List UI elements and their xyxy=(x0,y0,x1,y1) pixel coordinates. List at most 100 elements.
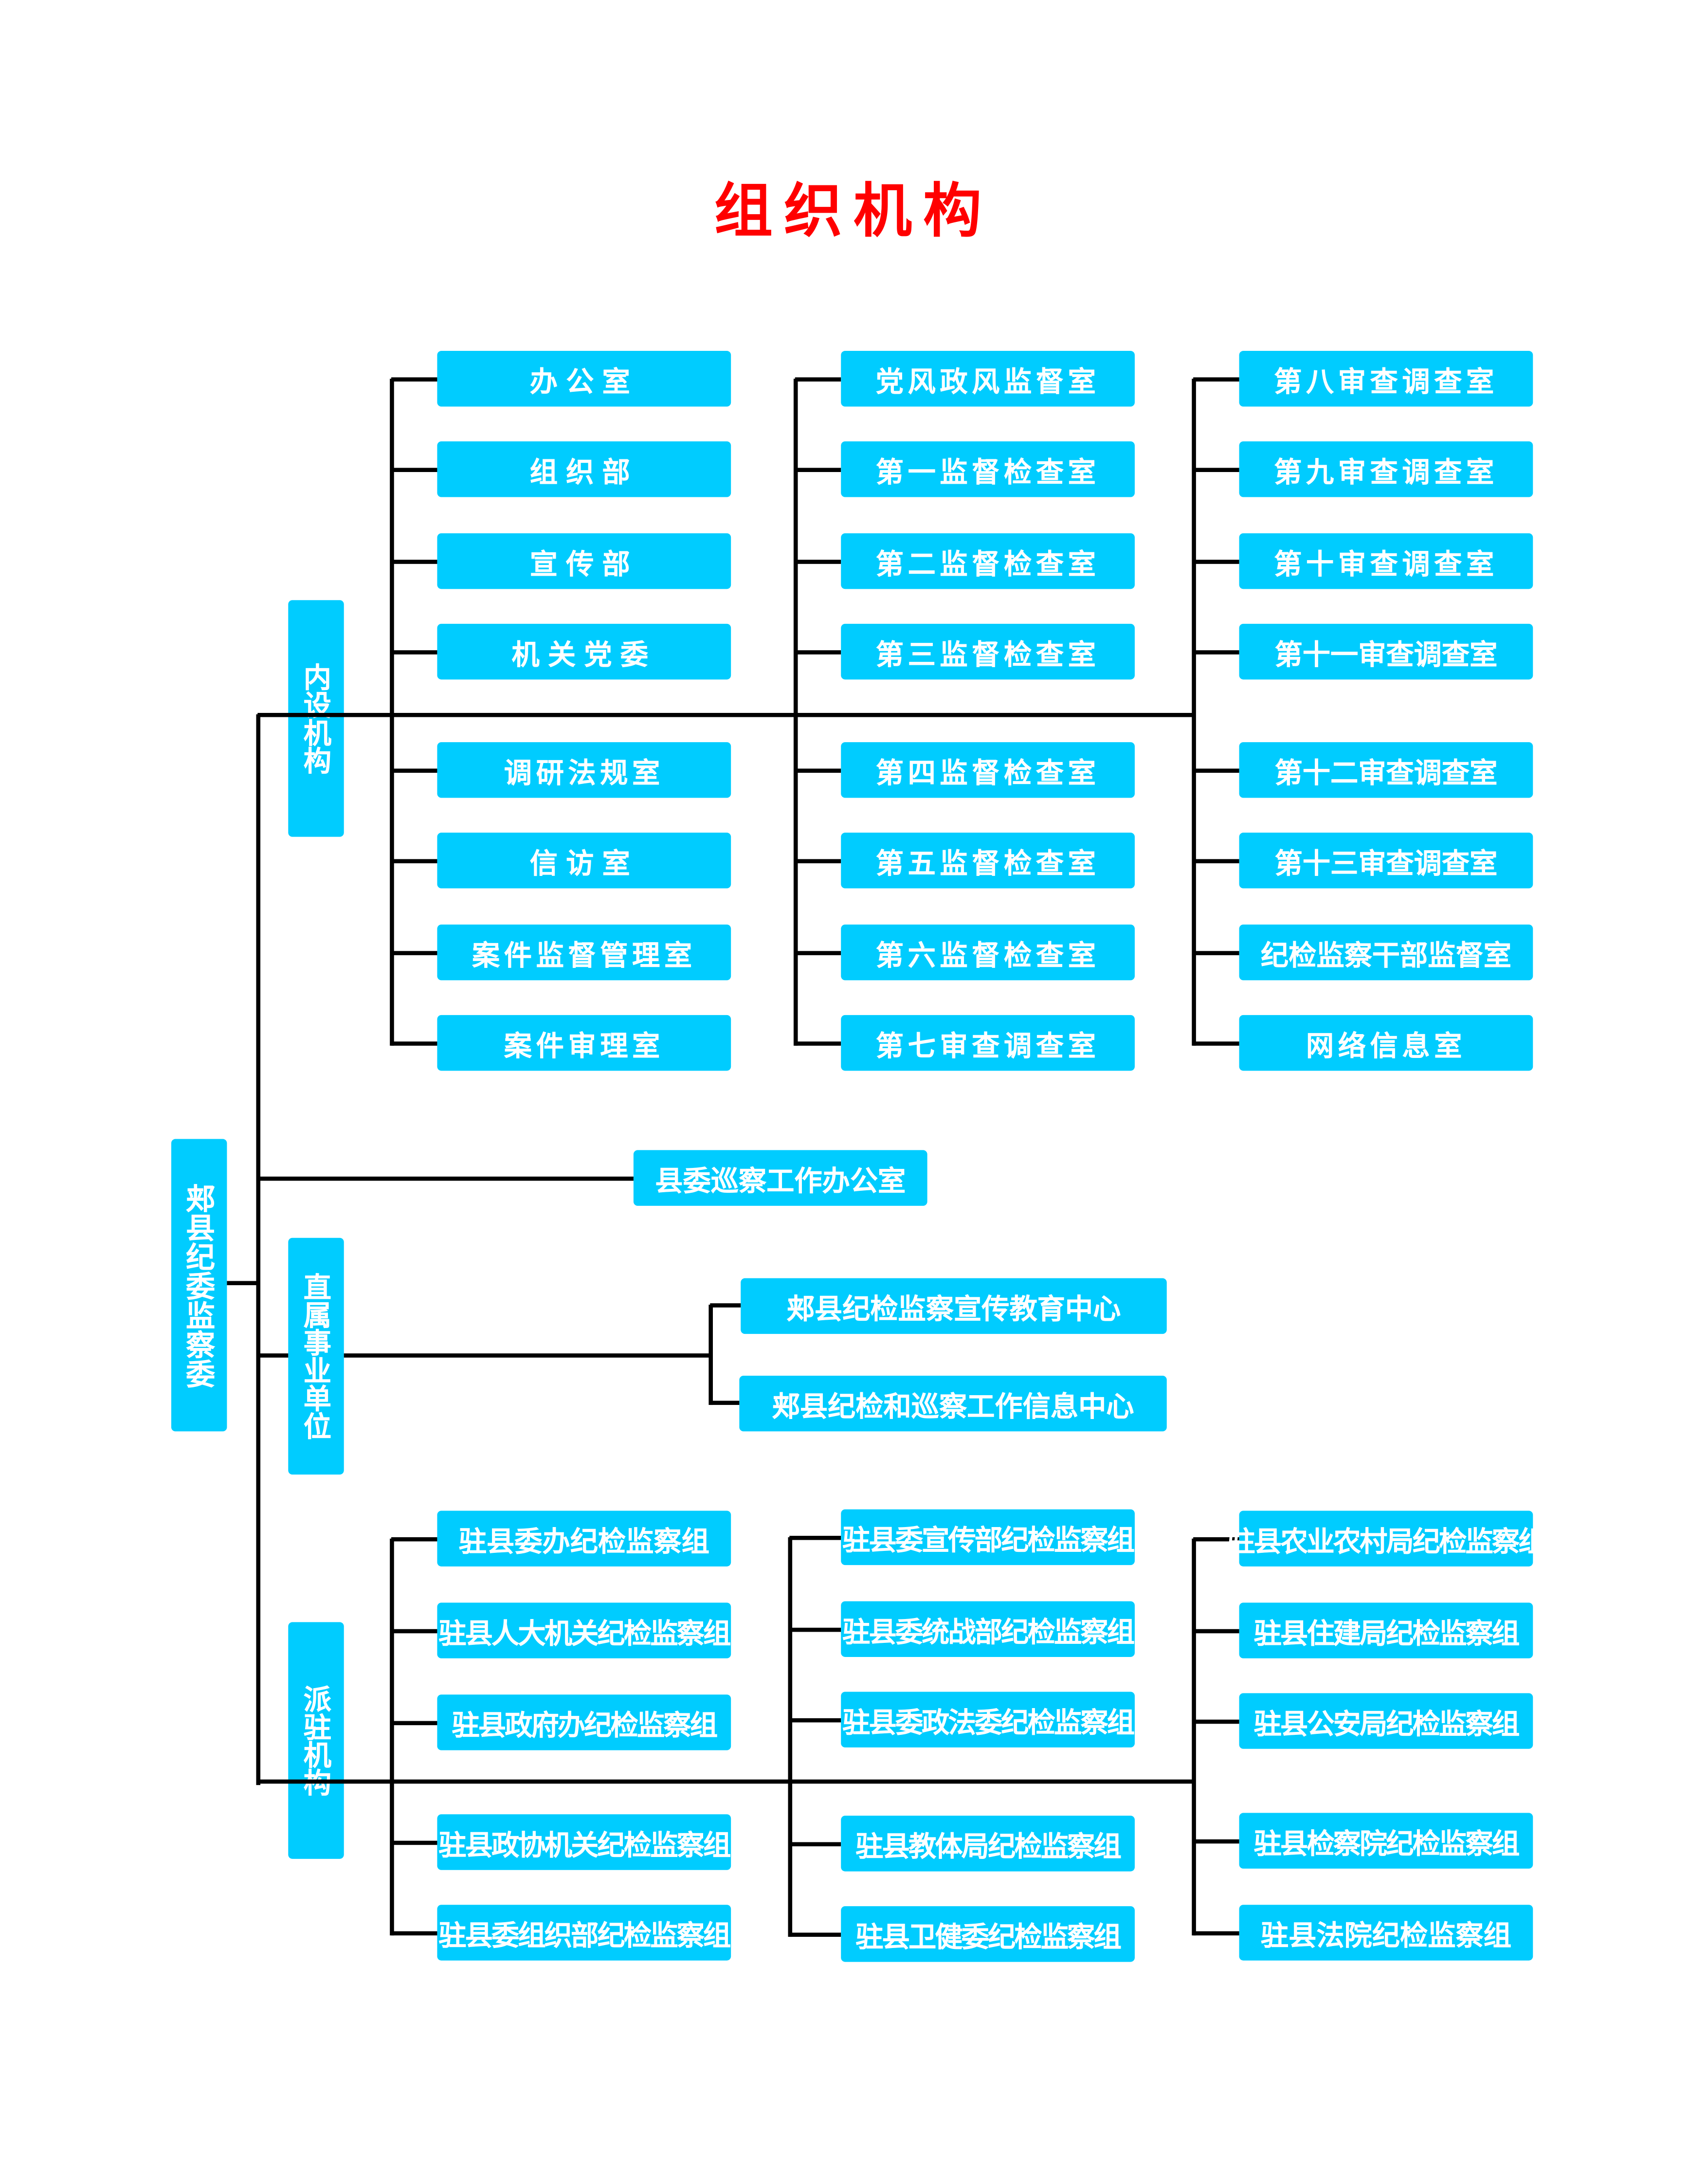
stationed-unit: 驻县法院纪检监察组 xyxy=(1239,1905,1533,1961)
affiliated-node: 直属事业单位 xyxy=(288,1238,344,1475)
connector-line xyxy=(389,1538,394,1935)
connector-line xyxy=(1193,1536,1239,1541)
connector-line xyxy=(344,1352,710,1357)
internal-node: 内设机构 xyxy=(288,600,344,837)
connector-line xyxy=(1193,1838,1239,1843)
internal-unit: 第十三审查调查室 xyxy=(1239,833,1533,889)
connector-line xyxy=(795,950,841,955)
affiliated-item: 郏县纪检监察宣传教育中心 xyxy=(741,1278,1167,1334)
connector-line xyxy=(1193,649,1239,654)
stationed-unit: 驻县住建局纪检监察组 xyxy=(1239,1602,1533,1658)
internal-unit: 第八审查调查室 xyxy=(1239,351,1533,407)
connector-line xyxy=(391,1628,437,1633)
internal-unit: 纪检监察干部监督室 xyxy=(1239,924,1533,981)
connector-line xyxy=(1193,467,1239,472)
internal-unit: 第二监督检查室 xyxy=(841,533,1135,589)
connector-line xyxy=(257,1352,289,1357)
connector-line xyxy=(389,379,394,1045)
connector-line xyxy=(391,858,437,863)
connector-line xyxy=(1191,1538,1196,1935)
connector-line xyxy=(1193,1719,1239,1723)
internal-unit: 组织部 xyxy=(437,441,731,497)
connector-line xyxy=(789,1932,841,1936)
connector-line xyxy=(1193,1628,1239,1633)
connector-line xyxy=(1193,950,1239,955)
connector-line xyxy=(227,1280,258,1285)
internal-unit: 机关党委 xyxy=(437,623,731,680)
connector-line xyxy=(391,768,437,772)
stationed-unit: 驻县委宣传部纪检监察组 xyxy=(841,1509,1135,1565)
inspection-office-node: 县委巡察工作办公室 xyxy=(633,1150,927,1206)
internal-unit: 第七审查调查室 xyxy=(841,1015,1135,1071)
connector-line xyxy=(1193,768,1239,772)
internal-unit: 第九审查调查室 xyxy=(1239,441,1533,497)
stationed-unit: 驻县农业农村局纪检监察组 xyxy=(1227,1511,1546,1566)
connector-line xyxy=(789,1841,841,1846)
stationed-unit: 驻县人大机关纪检监察组 xyxy=(437,1602,731,1658)
connector-line xyxy=(795,649,841,654)
connector-line xyxy=(1193,559,1239,564)
connector-line xyxy=(787,1537,792,1936)
stationed-unit: 驻县卫健委纪检监察组 xyxy=(841,1906,1135,1962)
internal-unit: 第一监督检查室 xyxy=(841,441,1135,497)
internal-unit: 第十一审查调查室 xyxy=(1239,623,1533,680)
connector-line xyxy=(1193,1040,1239,1045)
internal-unit: 案件监督管理室 xyxy=(437,924,731,981)
connector-line xyxy=(795,467,841,472)
affiliated-item: 郏县纪检和巡察工作信息中心 xyxy=(739,1375,1167,1432)
connector-line xyxy=(391,649,437,654)
connector-line xyxy=(255,714,260,1784)
internal-unit: 案件审理室 xyxy=(437,1015,731,1071)
stationed-unit: 驻县委统战部纪检监察组 xyxy=(841,1601,1135,1657)
stationed-unit: 驻县教体局纪检监察组 xyxy=(841,1816,1135,1872)
connector-line xyxy=(795,768,841,772)
stationed-node: 派驻机构 xyxy=(288,1622,344,1859)
connector-line xyxy=(1191,379,1196,1045)
connector-line xyxy=(795,559,841,564)
connector-line xyxy=(795,1040,841,1045)
stationed-unit: 驻县委办纪检监察组 xyxy=(437,1511,731,1566)
root-node: 郏县纪委监察委 xyxy=(171,1139,227,1432)
connector-line xyxy=(257,1176,634,1180)
connector-line xyxy=(795,376,841,381)
internal-unit: 信访室 xyxy=(437,833,731,889)
internal-unit: 调研法规室 xyxy=(437,742,731,798)
connector-line xyxy=(789,1717,841,1722)
stationed-unit: 驻县委组织部纪检监察组 xyxy=(437,1905,731,1961)
internal-unit: 第六监督检查室 xyxy=(841,924,1135,981)
internal-unit: 党风政风监督室 xyxy=(841,351,1135,407)
internal-unit: 第四监督检查室 xyxy=(841,742,1135,798)
page-title: 组织机构 xyxy=(714,177,993,245)
connector-line xyxy=(710,1400,740,1404)
stationed-unit: 驻县检察院纪检监察组 xyxy=(1239,1813,1533,1869)
connector-line xyxy=(1193,858,1239,863)
internal-unit: 第五监督检查室 xyxy=(841,833,1135,889)
connector-line xyxy=(391,376,437,381)
internal-unit: 第十二审查调查室 xyxy=(1239,742,1533,798)
connector-line xyxy=(1193,376,1239,381)
internal-unit: 网络信息室 xyxy=(1239,1015,1533,1071)
connector-line xyxy=(257,712,1194,717)
connector-line xyxy=(789,1535,841,1540)
internal-unit: 第十审查调查室 xyxy=(1239,533,1533,589)
connector-line xyxy=(391,1720,437,1725)
connector-line xyxy=(391,559,437,564)
stationed-unit: 驻县委政法委纪检监察组 xyxy=(841,1692,1135,1747)
connector-line xyxy=(708,1305,712,1404)
connector-line xyxy=(795,858,841,863)
connector-line xyxy=(257,1779,1194,1783)
stationed-unit: 驻县政协机关纪检监察组 xyxy=(437,1814,731,1870)
stationed-unit: 驻县政府办纪检监察组 xyxy=(437,1694,731,1750)
connector-line xyxy=(793,379,798,1045)
internal-unit: 办公室 xyxy=(437,351,731,407)
connector-line xyxy=(391,950,437,955)
internal-unit: 第三监督检查室 xyxy=(841,623,1135,680)
connector-line xyxy=(391,1536,437,1541)
connector-line xyxy=(391,1840,437,1844)
stationed-unit: 驻县公安局纪检监察组 xyxy=(1239,1693,1533,1749)
internal-unit: 宣传部 xyxy=(437,533,731,589)
connector-line xyxy=(789,1627,841,1632)
connector-line xyxy=(710,1302,741,1307)
connector-line xyxy=(391,1040,437,1045)
